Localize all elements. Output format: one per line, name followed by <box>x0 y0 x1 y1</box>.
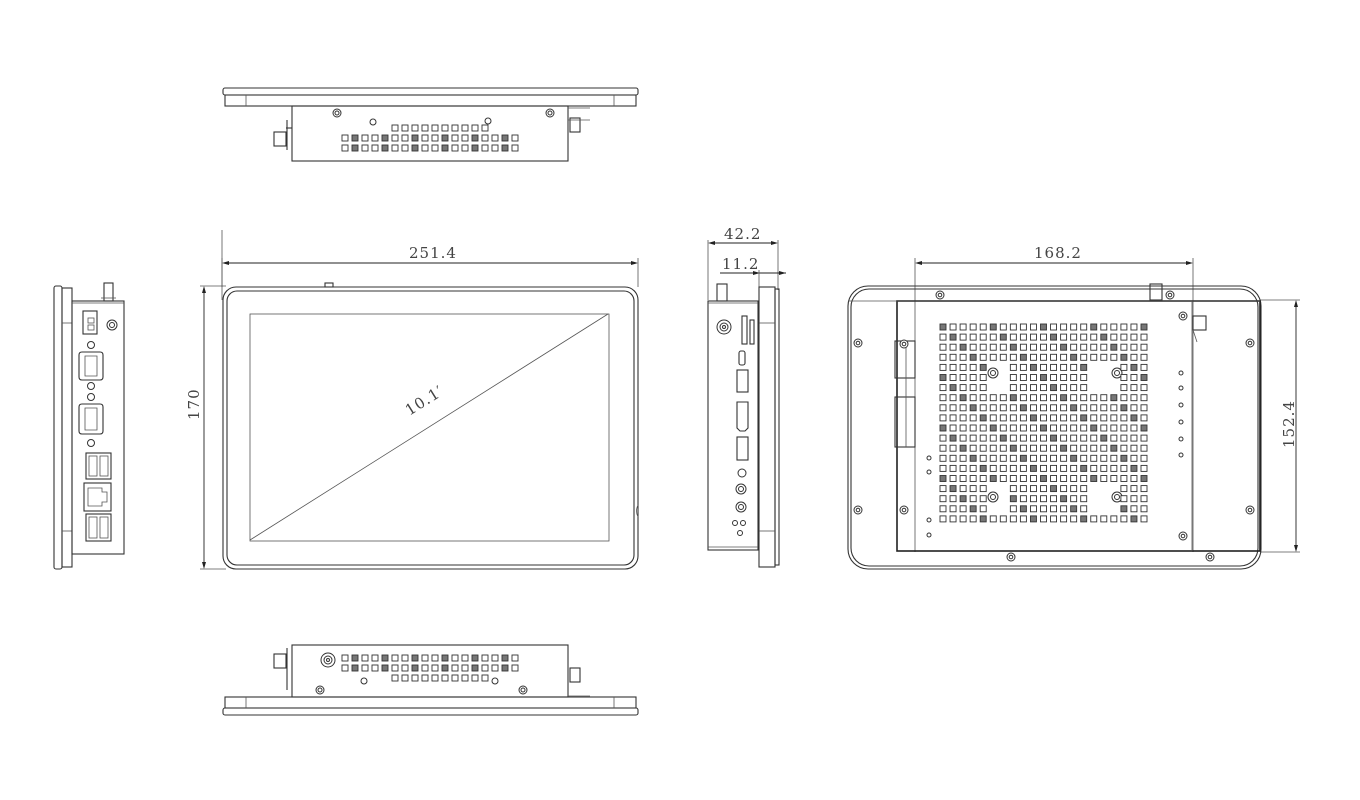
dim-front-width: 251.4 <box>409 244 457 262</box>
usb-pair-2-icon <box>85 513 112 542</box>
top-view <box>222 87 639 162</box>
usb-a-2-icon <box>736 436 749 461</box>
rj45-lan-icon <box>83 482 112 512</box>
usb-pair-1-icon <box>85 452 112 480</box>
power-terminal-icon <box>82 310 98 335</box>
bottom-view <box>222 644 639 716</box>
front-view <box>200 230 639 570</box>
dim-side-depth-total: 42.2 <box>724 225 762 243</box>
left-side-view <box>53 282 125 570</box>
com-port-2-icon <box>78 393 104 447</box>
usb-a-1-icon <box>736 369 749 393</box>
usb-c-icon <box>738 350 746 366</box>
audio-jack-2-icon <box>735 483 747 495</box>
dim-rear-mount-height: 152.4 <box>1280 400 1298 448</box>
dim-front-height: 170 <box>185 388 203 420</box>
com-port-1-icon <box>78 341 104 390</box>
tf-card-slot-icon <box>749 319 755 345</box>
led-indicators-icon <box>732 520 746 536</box>
audio-jack-3-icon <box>735 501 747 513</box>
antenna-connector-icon <box>716 319 732 335</box>
sim-card-slot-icon <box>741 315 748 345</box>
right-side-view <box>707 240 786 568</box>
dim-side-depth-bezel: 11.2 <box>722 255 760 273</box>
rear-view <box>847 258 1300 570</box>
hdmi-icon <box>736 401 749 432</box>
audio-jack-1-icon <box>737 468 747 478</box>
dim-rear-mount-width: 168.2 <box>1034 244 1082 262</box>
